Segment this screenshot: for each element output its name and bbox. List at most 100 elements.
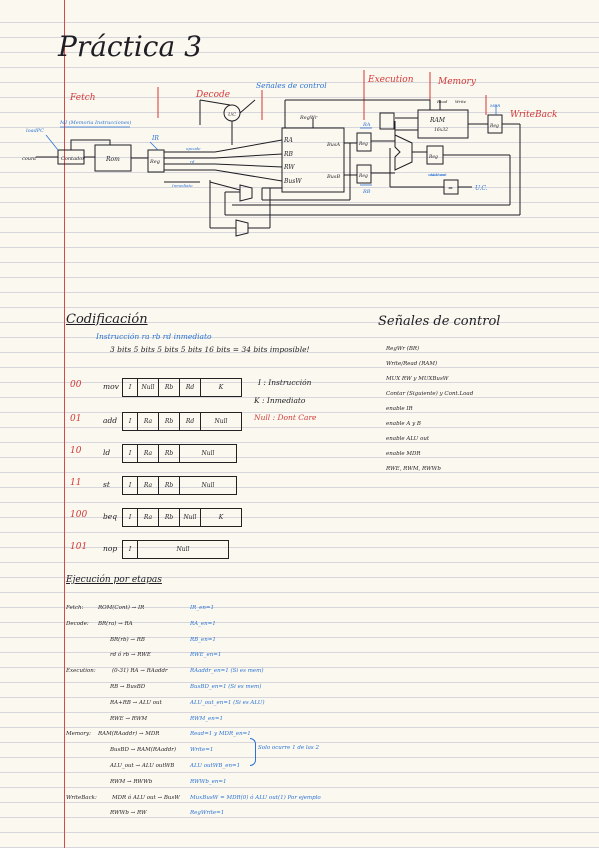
senal-item: RWE, RWM, RWWb [386,466,441,472]
rb-out-label: RB [362,189,371,195]
exec-signal: RB_en=1 [190,636,216,643]
format-field: Null [179,445,236,462]
exec-signal: BusBD_en=1 (Si es mem) [190,684,262,690]
ram-label: RAM [429,117,446,124]
format-field: K [200,379,241,396]
eq-label: = [448,185,453,192]
instruction-mnemonic: nop [103,544,118,553]
format-field: Ra [137,445,158,462]
rw-label: RW [283,164,295,171]
exec-expression: RAM(RAaddr) → MDR [98,731,160,738]
senal-item: enable IR [386,406,413,412]
senal-item: MUX RW y MUXBusW [386,376,449,382]
legend-item: Null : Dont Care [254,413,317,422]
instruction-mnemonic: add [103,416,118,425]
aluout-reg-label: Reg [428,154,438,160]
stage-fetch: Fetch [70,93,96,103]
b-reg-label: Reg [358,173,368,179]
brace-note: Solo ocurre 1 de las 2 [258,745,319,751]
exec-signal: IR_en=1 [190,605,214,611]
page-title: Práctica 3 [58,30,202,63]
codificacion-heading: Codificación [66,312,148,327]
format-field: Rd [179,413,200,430]
format-field: K [200,509,241,526]
instruction-code: 00 [70,380,82,390]
format-field: I [128,546,132,553]
opcode-label: opcode [186,146,201,151]
exec-stage: Memory: [66,731,92,738]
instruction-code: 10 [70,446,82,456]
exec-signal: RA_en=1 [190,620,216,627]
exec-expression: RB → BusBD [110,684,146,690]
exec-signal: RWM_en=1 [190,715,223,722]
instruction-mnemonic: ld [103,448,111,457]
exec-signal: Read=1 y MDR_en=1 [190,731,251,738]
exec-signal: RWWb_en=1 [190,778,227,785]
format-field: I [128,482,132,489]
exec-expression: (0-31) RA → RAaddr [112,668,168,675]
format-field: Rb [158,477,179,494]
mdr-label: MDR [489,103,500,108]
instruction-mnemonic: mov [103,382,119,391]
senal-item: enable A y B [386,421,421,427]
instruction-code: 101 [70,542,88,552]
format-field: Ra [137,413,158,430]
ram-size-label: 16x32 [434,127,448,133]
regwr-label: RegWr [299,115,318,121]
format-field: I [128,384,132,391]
format-field: Rb [158,413,179,430]
legend-item: I : Instrucción [258,378,312,387]
exec-expression: ALU_out → ALU outWB [110,763,175,769]
wb-reg-label: Reg [489,123,499,129]
stage-execution: Execution [368,75,414,85]
exec-stage: Execution: [66,668,96,675]
ra-out-label: RA [362,122,371,128]
uc2-label: U.C. [475,185,488,192]
format-field: Rb [158,445,179,462]
instruction-mnemonic: beq [103,512,118,521]
senal-item: Write/Read (RAM) [386,361,438,367]
brace [250,738,256,766]
format-field: Rb [158,379,179,396]
busw-label: BusW [283,178,302,185]
rom-label: Rom [105,156,120,163]
loadpc-label: loadPC [26,128,44,134]
exec-expression: RWM → RWWb [110,778,153,785]
senales-heading: Señales de control [378,314,501,329]
stage-memory: Memory [438,77,476,87]
count-label: count [22,156,37,162]
instruction-format: I Null [122,540,229,559]
senal-item: RegWr (BR) [386,346,420,352]
exec-expression: MDR ó ALU out → BusW [112,794,180,801]
format-field: Null [137,379,158,396]
bits-line: 3 bits 5 bits 5 bits 5 bits 16 bits = 34… [110,345,310,354]
exec-expression: rd ó rb → RWE [110,652,151,659]
contador-label: Contador [61,156,85,162]
exec-stage: Decode: [66,620,89,627]
format-field: I [128,418,132,425]
exec-signal: ALU_out_en=1 (Si es ALU) [190,699,265,706]
format-field: Null [200,413,241,430]
format-field: Null [179,477,236,494]
read-label: Read [436,99,448,104]
format-field: Null [137,541,228,558]
exec-signal: RWE_en=1 [190,652,222,659]
format-field: Rd [179,379,200,396]
ir-label: IR [151,135,159,142]
format-field: Ra [137,477,158,494]
busa-label: BusA [326,142,340,148]
ra-label: RA [283,137,294,144]
rd-label: rd [190,159,195,164]
exec-expression: BR(rb) → RB [110,636,145,643]
format-field: I [128,450,132,457]
exec-signal: RegWrite=1 [190,810,225,817]
stage-decode: Decode [196,90,231,100]
imm-label: Inmediato [171,183,193,188]
exec-stage: WriteBack: [66,794,97,801]
senal-item: Contar (Siguiente) y Cont.Load [386,391,474,397]
